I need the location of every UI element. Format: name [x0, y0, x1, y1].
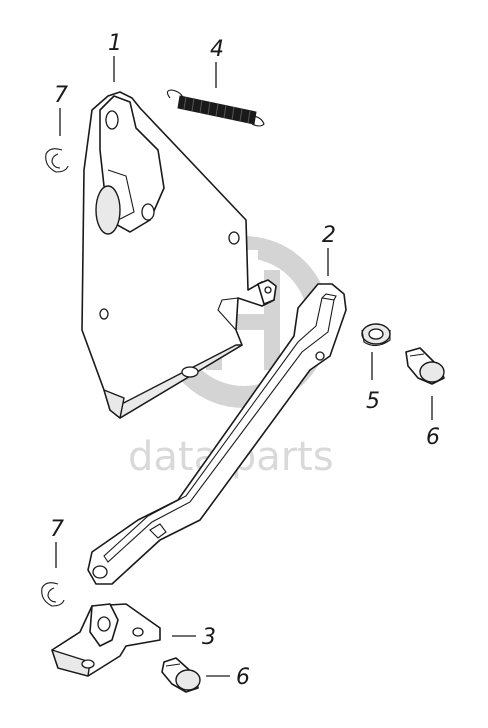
callout-6-upper: 6	[426, 425, 440, 450]
part-2-lever-arm	[87, 283, 347, 585]
callout-7-lower: 7	[50, 517, 64, 542]
part-1-bracket-plate	[81, 91, 277, 419]
callout-4: 4	[210, 37, 224, 62]
callout-6-lower: 6	[236, 665, 250, 690]
part-6-pin-upper	[405, 347, 445, 385]
leader-lines	[55, 56, 433, 677]
callout-5: 5	[366, 389, 380, 414]
part-6-pin-lower	[161, 657, 201, 693]
part-5-bushing	[361, 323, 391, 347]
callout-1: 1	[108, 31, 122, 56]
part-4-spring	[166, 89, 265, 127]
callout-7-upper: 7	[54, 83, 68, 108]
part-3-small-bracket	[51, 603, 161, 677]
part-7-clip-lower	[41, 582, 65, 607]
callout-3: 3	[202, 625, 216, 650]
callout-2: 2	[322, 223, 336, 248]
part-7-clip-upper	[45, 148, 69, 173]
